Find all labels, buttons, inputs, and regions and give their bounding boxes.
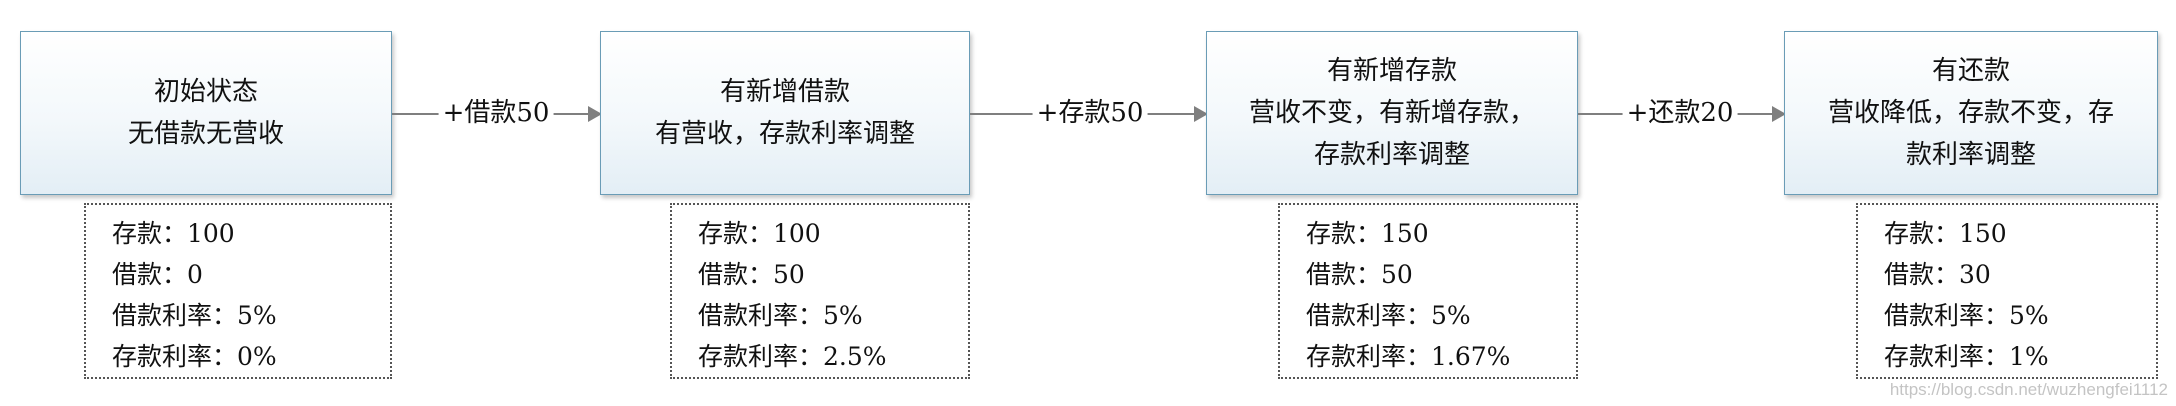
info-loan-rate: 借款利率：5% (112, 301, 277, 330)
info-deposit: 存款：100 (112, 219, 235, 248)
info-deposit-rate: 存款利率：1.67% (1306, 342, 1511, 371)
watermark-text: https://blog.csdn.net/wuzhengfei1112 (1889, 380, 2168, 399)
info-loan: 借款：30 (1884, 260, 1991, 289)
state-description: 无借款无营收 (127, 119, 284, 149)
state-description: 有营收，存款利率调整 (654, 119, 915, 149)
info-box-repayment: 存款：150 借款：30 借款利率：5% 存款利率：1% (1856, 203, 2158, 379)
state-title: 有还款 (1931, 56, 2010, 86)
info-loan-rate: 借款利率：5% (1306, 301, 1471, 330)
state-description: 营收不变，有新增存款， (1248, 98, 1535, 128)
info-deposit-rate: 存款利率：0% (112, 342, 277, 371)
info-box-new-deposit: 存款：150 借款：50 借款利率：5% 存款利率：1.67% (1278, 203, 1578, 379)
transition-label-2: +存款50 (1032, 94, 1148, 132)
transition-label-1: +借款50 (438, 94, 554, 132)
state-box-new-loan: 有新增借款 有营收，存款利率调整 (600, 31, 970, 195)
info-box-initial: 存款：100 借款：0 借款利率：5% 存款利率：0% (84, 203, 392, 379)
info-loan: 借款：50 (1306, 260, 1413, 289)
info-deposit: 存款：150 (1306, 219, 1429, 248)
info-deposit-rate: 存款利率：1% (1884, 342, 2049, 371)
info-deposit-rate: 存款利率：2.5% (698, 342, 887, 371)
info-deposit: 存款：100 (698, 219, 821, 248)
state-description: 营收降低，存款不变，存 (1827, 98, 2114, 128)
transition-label-3: +还款20 (1622, 94, 1738, 132)
state-box-new-deposit: 有新增存款 营收不变，有新增存款， 存款利率调整 (1206, 31, 1578, 195)
info-loan-rate: 借款利率：5% (698, 301, 863, 330)
state-description-cont: 存款利率调整 (1313, 140, 1470, 170)
state-title: 初始状态 (153, 77, 258, 107)
state-description-cont: 款利率调整 (1905, 140, 2036, 170)
info-loan: 借款：0 (112, 260, 203, 289)
info-loan: 借款：50 (698, 260, 805, 289)
info-box-new-loan: 存款：100 借款：50 借款利率：5% 存款利率：2.5% (670, 203, 970, 379)
info-loan-rate: 借款利率：5% (1884, 301, 2049, 330)
info-deposit: 存款：150 (1884, 219, 2007, 248)
state-title: 有新增借款 (719, 77, 850, 107)
state-box-repayment: 有还款 营收降低，存款不变，存 款利率调整 (1784, 31, 2158, 195)
state-title: 有新增存款 (1326, 56, 1457, 86)
state-box-initial: 初始状态 无借款无营收 (20, 31, 392, 195)
